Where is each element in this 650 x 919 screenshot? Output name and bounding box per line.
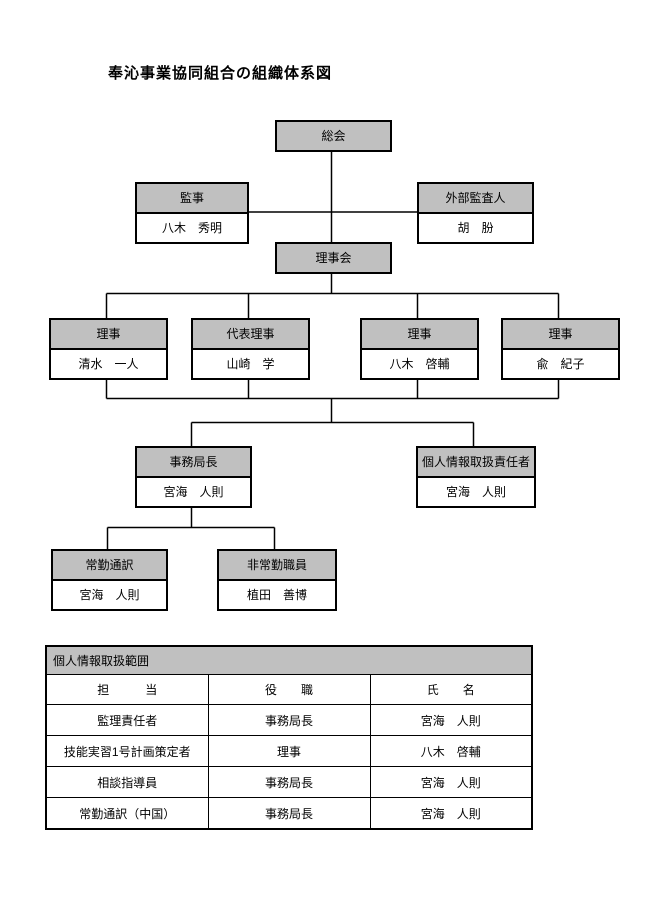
table-cell: 宮海 人則 xyxy=(369,797,533,830)
org-node-label: 理事 xyxy=(362,320,477,350)
org-node-hijokin: 非常勤職員 植田 善博 xyxy=(217,549,337,611)
org-node-label: 常勤通訳 xyxy=(53,551,166,581)
org-node-person: 植田 善博 xyxy=(219,581,335,609)
table-cell: 八木 啓輔 xyxy=(369,735,533,767)
org-node-person: 宮海 人則 xyxy=(53,581,166,609)
org-node-kojin-joho: 個人情報取扱責任者 宮海 人則 xyxy=(416,446,536,508)
org-node-kanji: 監事 八木 秀明 xyxy=(135,182,249,244)
table-row: 監理責任者 事務局長 宮海 人則 xyxy=(45,704,533,736)
table-cell: 事務局長 xyxy=(207,704,371,736)
org-node-person: 宮海 人則 xyxy=(137,478,250,506)
table-row: 常勤通訳（中国） 事務局長 宮海 人則 xyxy=(45,797,533,830)
org-node-person: 八木 啓輔 xyxy=(362,350,477,378)
table-cell: 事務局長 xyxy=(207,797,371,830)
org-node-label: 非常勤職員 xyxy=(219,551,335,581)
org-node-daihyo-riji: 代表理事 山崎 学 xyxy=(191,318,310,380)
table-cell: 宮海 人則 xyxy=(369,766,533,798)
org-node-person: 山崎 学 xyxy=(193,350,308,378)
org-node-riji-1: 理事 清水 一人 xyxy=(49,318,168,380)
table-header-row: 担 当 役 職 氏 名 xyxy=(45,674,533,705)
table-title: 個人情報取扱範囲 xyxy=(45,645,533,675)
org-node-label: 事務局長 xyxy=(137,448,250,478)
table-cell: 事務局長 xyxy=(207,766,371,798)
org-node-label: 総会 xyxy=(277,122,390,150)
table-cell: 理事 xyxy=(207,735,371,767)
table-cell: 技能実習1号計画策定者 xyxy=(45,735,209,767)
table-cell: 監理責任者 xyxy=(45,704,209,736)
table-cell: 常勤通訳（中国） xyxy=(45,797,209,830)
org-node-label: 理事 xyxy=(503,320,618,350)
org-node-label: 外部監査人 xyxy=(419,184,532,214)
org-node-person: 胡 朌 xyxy=(419,214,532,242)
org-node-label: 監事 xyxy=(137,184,247,214)
org-node-person: 兪 紀子 xyxy=(503,350,618,378)
org-node-riji-3: 理事 兪 紀子 xyxy=(501,318,620,380)
org-node-person: 八木 秀明 xyxy=(137,214,247,242)
org-node-person: 清水 一人 xyxy=(51,350,166,378)
table-cell: 宮海 人則 xyxy=(369,704,533,736)
table-row: 技能実習1号計画策定者 理事 八木 啓輔 xyxy=(45,735,533,767)
org-node-jokin-tsuyaku: 常勤通訳 宮海 人則 xyxy=(51,549,168,611)
column-header-shimei: 氏 名 xyxy=(369,674,533,705)
org-node-label: 個人情報取扱責任者 xyxy=(418,448,534,478)
org-node-label: 理事会 xyxy=(277,244,390,272)
org-node-gaibu-kansanin: 外部監査人 胡 朌 xyxy=(417,182,534,244)
table-cell: 相談指導員 xyxy=(45,766,209,798)
org-node-label: 代表理事 xyxy=(193,320,308,350)
column-header-tanto: 担 当 xyxy=(45,674,209,705)
org-node-riji-2: 理事 八木 啓輔 xyxy=(360,318,479,380)
org-node-person: 宮海 人則 xyxy=(418,478,534,506)
table-title-row: 個人情報取扱範囲 xyxy=(45,645,533,675)
column-header-yakushoku: 役 職 xyxy=(207,674,371,705)
personal-info-scope-table: 個人情報取扱範囲 担 当 役 職 氏 名 監理責任者 事務局長 宮海 人則 技能… xyxy=(45,645,533,830)
org-node-label: 理事 xyxy=(51,320,166,350)
page-title: 奉沁事業協同組合の組織体系図 xyxy=(108,65,333,82)
table-row: 相談指導員 事務局長 宮海 人則 xyxy=(45,766,533,798)
org-node-rijikai: 理事会 xyxy=(275,242,392,274)
org-node-soukai: 総会 xyxy=(275,120,392,152)
org-node-jimukyokucho: 事務局長 宮海 人則 xyxy=(135,446,252,508)
